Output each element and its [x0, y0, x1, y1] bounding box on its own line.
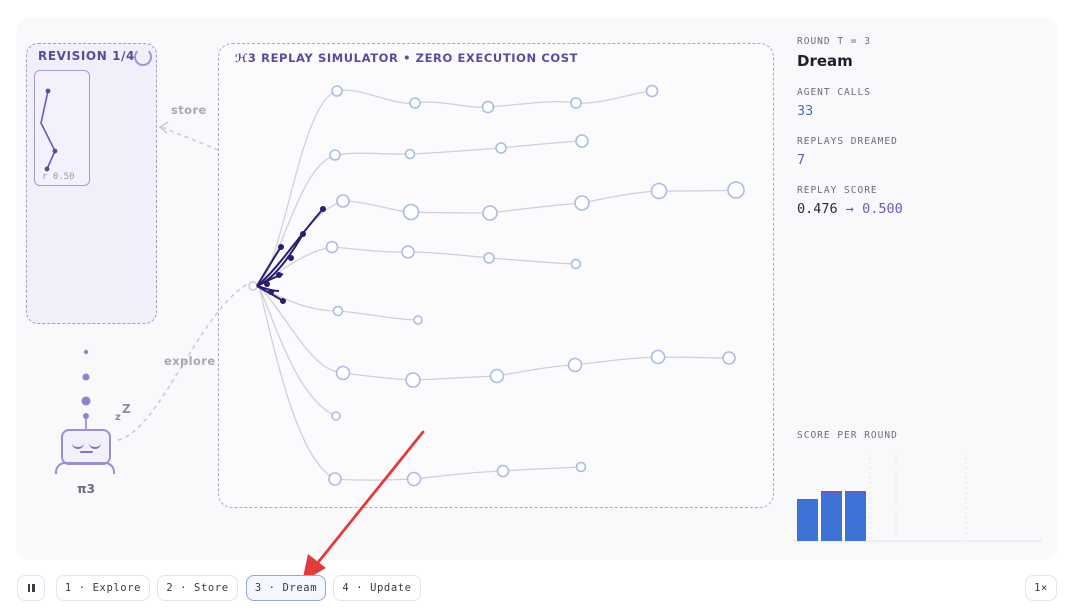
score-chart-label: SCORE PER ROUND [797, 430, 898, 441]
sleep-z-large: Z [122, 402, 131, 416]
step-dream-button[interactable]: 3 · Dream [246, 575, 326, 601]
score-bar-round-3 [845, 491, 866, 541]
closed-eye-right-icon [89, 441, 101, 449]
store-edge-label: store [171, 103, 207, 117]
simulator-title: ℋ3 REPLAY SIMULATOR • ZERO EXECUTION COS… [235, 51, 579, 65]
mini-trajectory-card[interactable]: r 0.50 [34, 70, 90, 186]
robot-mouth [80, 451, 93, 453]
step-update-button[interactable]: 4 · Update [333, 575, 421, 601]
score-per-round-chart [794, 452, 1042, 542]
spinner-icon [134, 48, 152, 66]
agent-robot-icon [61, 429, 111, 465]
replay-simulator-panel: ℋ3 REPLAY SIMULATOR • ZERO EXECUTION COS… [218, 43, 774, 508]
agent-calls-label: AGENT CALLS [797, 87, 871, 98]
score-from: 0.476 [797, 201, 838, 217]
agent-label: π3 [77, 482, 95, 496]
score-bar-round-2 [821, 491, 842, 541]
annotation-arrow [302, 430, 425, 582]
arrow-right-icon: → [845, 201, 854, 217]
explore-edge-label: explore [164, 354, 216, 368]
pause-icon [27, 584, 35, 592]
round-label: ROUND T = 3 [797, 36, 871, 47]
replays-label: REPLAYS DREAMED [797, 136, 898, 147]
score-to: 0.500 [862, 201, 903, 217]
closed-eye-left-icon [72, 441, 84, 449]
robot-base [55, 462, 115, 474]
replay-score-label: REPLAY SCORE [797, 185, 878, 196]
mini-trajectory-graph [40, 88, 58, 172]
step-explore-button[interactable]: 1 · Explore [56, 575, 150, 601]
agent-calls-value: 33 [797, 103, 814, 119]
score-bar-round-1 [797, 499, 818, 541]
phase-title: Dream [797, 52, 853, 70]
score-bar-gain-round-3 [845, 491, 866, 493]
score-bar-gain-round-2 [821, 491, 842, 494]
stats-panel: ROUND T = 3 Dream AGENT CALLS 33 REPLAYS… [797, 36, 1047, 234]
step-store-button[interactable]: 2 · Store [157, 575, 238, 601]
mini-score: r 0.50 [42, 172, 75, 182]
pause-button[interactable] [17, 575, 45, 601]
replay-score-value: 0.476 → 0.500 [797, 201, 1047, 217]
replays-value: 7 [797, 152, 806, 168]
revision-title: REVISION 1/4 [38, 49, 136, 63]
revision-panel: REVISION 1/4 r 0.50 [26, 43, 157, 324]
speed-button[interactable]: 1× [1025, 575, 1057, 601]
sleep-z-small: z [115, 412, 121, 423]
